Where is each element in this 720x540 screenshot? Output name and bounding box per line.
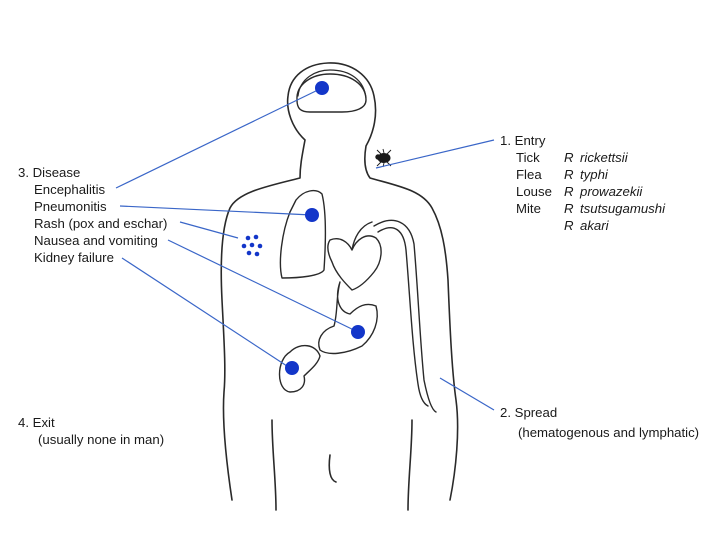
connector-rash <box>179 221 239 239</box>
connector-encephalitis <box>115 87 323 189</box>
stomach-focus-dot <box>351 325 365 339</box>
vector-name: Louse <box>516 184 552 199</box>
vector-name: Flea <box>516 167 542 182</box>
body-outline <box>220 62 459 511</box>
genus: R <box>564 167 574 182</box>
vector-name: Mite <box>516 201 541 216</box>
brain-focus-dot <box>315 81 329 95</box>
blood-vessel <box>373 219 437 413</box>
disease-item: Rash (pox and eschar) <box>34 216 168 231</box>
connector-nausea <box>167 239 359 333</box>
disease-heading: 3. Disease <box>18 165 81 180</box>
spread-detail: (hematogenous and lymphatic) <box>518 425 700 440</box>
genus: R <box>564 184 574 199</box>
spread-heading: 2. Spread <box>500 405 558 420</box>
connector-pneumonitis <box>119 205 313 216</box>
kidney-organ <box>278 345 321 393</box>
tick-icon <box>375 148 392 168</box>
lung-focus-dot <box>305 208 319 222</box>
species: akari <box>580 218 609 233</box>
kidney-focus-dot <box>285 361 299 375</box>
genus: R <box>564 201 574 216</box>
connector-entry <box>375 139 495 169</box>
species: prowazekii <box>580 184 643 199</box>
disease-item: Kidney failure <box>34 250 114 265</box>
heart-organ <box>327 221 382 291</box>
vector-name: Tick <box>516 150 540 165</box>
disease-item: Pneumonitis <box>34 199 107 214</box>
rash-dots <box>241 234 263 257</box>
lung-organ <box>279 189 327 279</box>
brain-organ <box>296 73 367 113</box>
exit-detail: (usually none in man) <box>38 432 165 447</box>
genus: R <box>564 150 574 165</box>
connector-kidney <box>121 257 291 369</box>
skull-line <box>297 69 367 99</box>
disease-item: Nausea and vomiting <box>34 233 158 248</box>
exit-heading: 4. Exit <box>18 415 55 430</box>
genus: R <box>564 218 574 233</box>
disease-item: Encephalitis <box>34 182 106 197</box>
species: rickettsii <box>580 150 628 165</box>
connector-spread <box>439 377 495 411</box>
species: typhi <box>580 167 608 182</box>
species: tsutsugamushi <box>580 201 666 216</box>
entry-heading: 1. Entry <box>500 133 546 148</box>
stomach-organ <box>318 281 378 355</box>
